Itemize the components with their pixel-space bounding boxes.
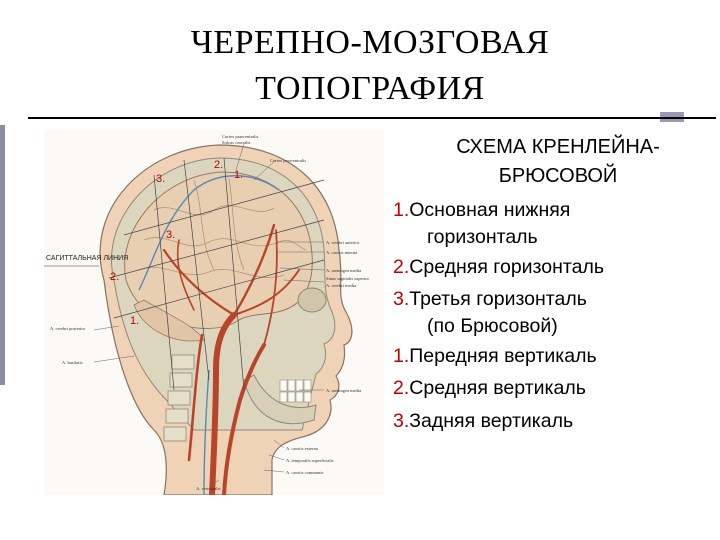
item-text: Третья горизонталь [409, 288, 587, 310]
item-text: Передняя вертикаль [409, 344, 597, 367]
list-item: 3.Задняя вертикаль [393, 405, 717, 438]
list-item: 2.Средняя горизонталь [393, 251, 717, 284]
annotation-basilaris: A. basilaris [62, 360, 83, 365]
heading-line-2: БРЮСОВОЙ [498, 165, 618, 187]
title-line-2: ТОПОГРАФИЯ [255, 70, 485, 107]
veins [138, 175, 280, 495]
item-number: 1. [393, 344, 410, 367]
marker-horizontal-1: 1. [130, 315, 139, 327]
marker-horizontal-2: 2. [110, 271, 119, 283]
annotation-cortex-praecentralis: Cortex praecentralis [222, 134, 259, 139]
decor-bar-left [0, 125, 5, 385]
list-item: 1.Основная нижняя горизонталь [393, 194, 717, 251]
marker-vertical-1: 1. [234, 169, 243, 181]
title-underline [28, 117, 716, 119]
annotation-carotis-communis: A. carotis communis [286, 470, 324, 475]
item-number: 1. [393, 199, 410, 221]
annotation-cerebri-posterior: A. cerebri posterior [50, 326, 86, 331]
list-item: 3.Третья горизонталь (по Брюсовой) [393, 283, 717, 340]
list-item: 1.Передняя вертикаль [393, 340, 717, 373]
sagittal-line-label: САГИТТАЛЬНАЯ ЛИНИЯ [46, 255, 128, 262]
item-number: 2. [393, 377, 410, 399]
marker-vertical-2: 2. [214, 159, 223, 171]
item-continuation: горизонталь [427, 225, 538, 248]
annotation-cerebri-media: A. cerebri media [326, 283, 356, 288]
annotation-carotis-externa: A. carotis externa [286, 446, 318, 451]
item-number: 3. [393, 288, 410, 310]
item-number: 3. [393, 409, 410, 432]
item-text: Средняя вертикаль [409, 377, 586, 399]
arteries [162, 223, 300, 495]
coordinate-lines [108, 157, 325, 391]
cerebellum [133, 299, 205, 342]
annotation-cortex-postcentralis: Cortex postcentralis [270, 158, 306, 163]
item-number: 2. [393, 255, 410, 278]
heading-line-1: СХЕМА КРЕНЛЕЙНА- [456, 136, 660, 158]
anatomy-figure: 3. 2. 1. 3. 2. 1. САГИТТАЛЬНАЯ ЛИНИЯ Cor… [44, 130, 384, 495]
marker-vertical-3: 3. [156, 173, 165, 185]
annotation-labels: Cortex praecentralis Sulcus centralis Co… [50, 134, 369, 491]
annotation-cerebri-anterior: A. cerebri anterior [326, 240, 360, 245]
orbit [297, 287, 327, 313]
list-item: 2.Средняя вертикаль [393, 372, 717, 405]
annotation-sinus-sagittalis: Sinus sagittalis superior [326, 276, 369, 281]
annotation-meningea-media-2: A. meningea media [326, 388, 361, 393]
head-topography-illustration: 3. 2. 1. 3. 2. 1. САГИТТАЛЬНАЯ ЛИНИЯ Cor… [44, 130, 384, 495]
item-text: Основная нижняя [409, 199, 571, 221]
annotation-carotis-interna: A. carotis interna [326, 250, 357, 255]
teeth [279, 379, 312, 403]
cervical-vertebrae [163, 354, 195, 442]
item-text: Средняя горизонталь [409, 255, 604, 278]
item-text: Задняя вертикаль [409, 409, 574, 432]
mandible [243, 374, 317, 425]
marker-horizontal-3: 3. [166, 229, 175, 241]
leader-lines [93, 143, 325, 486]
annotation-temporalis-superficialis: A. temporalis superficialis [286, 458, 334, 463]
scheme-list: 1.Основная нижняя горизонталь 2.Средняя … [393, 194, 717, 437]
marker-labels: 3. 2. 1. 3. 2. 1. [110, 159, 243, 327]
annotation-meningea-media: A. meningea media [326, 268, 361, 273]
scheme-heading: СХЕМА КРЕНЛЕЙНА- БРЮСОВОЙ [398, 133, 718, 191]
title-line-1: ЧЕРЕПНО-МОЗГОВАЯ [190, 24, 550, 61]
annotation-sulcus-centralis: Sulcus centralis [222, 140, 251, 145]
annotation-vertebralis: A. vertebralis [196, 486, 221, 491]
item-continuation: (по Брюсовой) [427, 314, 558, 337]
slide-title: ЧЕРЕПНО-МОЗГОВАЯ ТОПОГРАФИЯ [120, 20, 620, 112]
